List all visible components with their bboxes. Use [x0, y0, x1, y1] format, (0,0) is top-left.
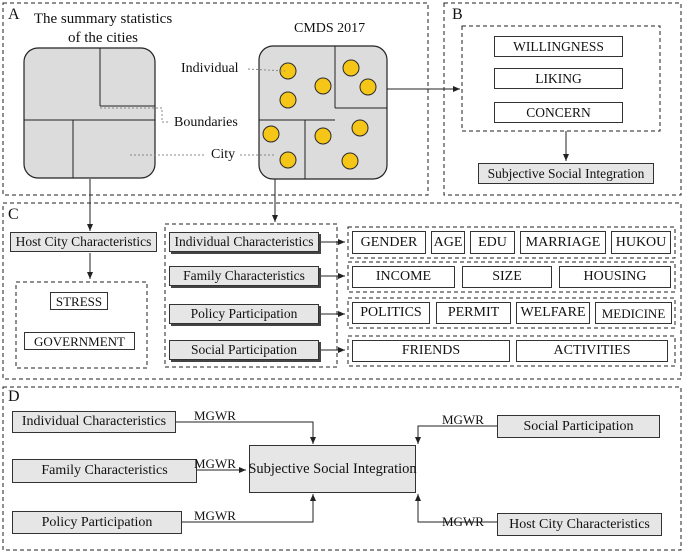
cities-map [23, 47, 156, 179]
d-ssi-box: Subjective Social Integration [248, 445, 417, 493]
individual-dot [351, 119, 369, 137]
government-box: GOVERNMENT [24, 332, 135, 350]
row2-items-frame [347, 261, 676, 293]
hukou-box: HUKOU [611, 231, 671, 254]
family-characteristics-box: Family Characteristics [169, 266, 319, 286]
individual-factors-frame [164, 223, 338, 368]
panel-a-letter: A [8, 6, 20, 23]
d-family-box: Family Characteristics [12, 459, 197, 483]
individual-dot [359, 78, 377, 96]
row4-items-frame [347, 335, 676, 367]
panel-b-inner-frame [461, 25, 661, 132]
social-participation-box: Social Participation [169, 340, 319, 360]
mgwr-label-family: MGWR [194, 456, 236, 471]
d-social-box: Social Participation [497, 415, 660, 438]
panel-b-frame [443, 2, 682, 196]
boundaries-label: Boundaries [174, 115, 238, 130]
permit-box: PERMIT [436, 302, 511, 324]
welfare-box: WELFARE [516, 302, 590, 324]
individual-dot [262, 125, 280, 143]
individual-characteristics-box: Individual Characteristics [169, 232, 319, 252]
panel-c-letter: C [8, 206, 19, 223]
size-box: SIZE [462, 266, 552, 288]
mgwr-label-social: MGWR [442, 412, 484, 427]
city-label: City [211, 147, 236, 162]
activities-box: ACTIVITIES [516, 340, 668, 362]
arrow-d-individual [176, 421, 316, 444]
housing-box: HOUSING [559, 266, 671, 288]
mgwr-label-policy: MGWR [194, 508, 236, 523]
individual-dot [279, 151, 297, 169]
panel-d-letter: D [8, 388, 20, 405]
policy-participation-box: Policy Participation [169, 304, 319, 324]
individual-dot [314, 127, 332, 145]
mgwr-label-host: MGWR [442, 514, 484, 529]
panel-a-frame [2, 2, 429, 196]
medicine-box: MEDICINE [595, 302, 672, 324]
cmds-title: CMDS 2017 [294, 21, 366, 36]
arrow-d-host [415, 494, 497, 523]
individual-dot [342, 59, 360, 77]
cmds-map [258, 45, 388, 180]
income-box: INCOME [352, 266, 455, 288]
willingness-box: WILLINGNESS [494, 36, 623, 57]
row3-items-frame [347, 297, 676, 329]
age-box: AGE [431, 231, 465, 254]
host-items-frame [15, 281, 148, 369]
d-host-box: Host City Characteristics [497, 513, 662, 536]
d-policy-box: Policy Participation [12, 511, 182, 534]
d-individual-box: Individual Characteristics [12, 411, 176, 433]
individual-dot [279, 62, 297, 80]
individual-dot [314, 77, 332, 95]
arrow-d-policy [182, 494, 316, 523]
row1-items-frame [347, 226, 676, 259]
individual-dot [279, 91, 297, 109]
boundaries-leader [100, 107, 170, 123]
liking-box: LIKING [494, 68, 623, 89]
panel-b-letter: B [452, 6, 463, 23]
mgwr-label-individual: MGWR [194, 408, 236, 423]
panel-d-frame [2, 386, 682, 551]
concern-box: CONCERN [494, 102, 623, 123]
host-city-box: Host City Characteristics [10, 232, 157, 252]
gender-box: GENDER [352, 231, 426, 254]
panel-c-frame [2, 202, 682, 380]
marriage-box: MARRIAGE [520, 231, 606, 254]
individual-dot [341, 152, 359, 170]
individual-dots [262, 59, 377, 170]
friends-box: FRIENDS [352, 340, 510, 362]
stress-box: STRESS [50, 292, 108, 310]
cities-title: The summary statistics of the cities [33, 11, 173, 46]
individual-label: Individual [181, 61, 239, 76]
politics-box: POLITICS [352, 302, 430, 324]
edu-box: EDU [470, 231, 515, 254]
ssi-result-box: Subjective Social Integration [478, 163, 654, 184]
arrow-d-social [415, 425, 497, 444]
